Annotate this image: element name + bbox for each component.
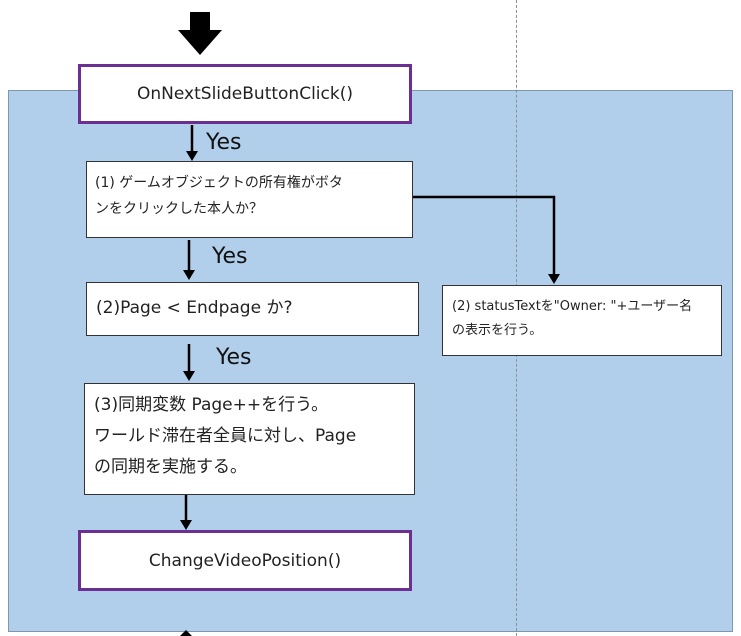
start-function-label: OnNextSlideButtonClick() xyxy=(137,84,353,104)
yes-label-3: Yes xyxy=(216,345,252,370)
start-function-box: OnNextSlideButtonClick() xyxy=(78,64,412,124)
step1-box: (1) ゲームオブジェクトの所有権がボタ ンをクリックした本人か？ xyxy=(86,161,413,238)
step3-line1: (3)同期変数 Page++を行う。 xyxy=(94,395,329,415)
step3-box: (3)同期変数 Page++を行う。 ワールド滞在者全員に対し、Page の同期… xyxy=(84,383,415,495)
entry-arrow xyxy=(178,12,222,55)
end-function-box: ChangeVideoPosition() xyxy=(78,530,412,591)
step3-line3: の同期を実施する。 xyxy=(94,457,247,477)
step2-box: (2)Page < Endpage か? xyxy=(86,282,419,336)
step1-line2: ンをクリックした本人か？ xyxy=(95,201,263,217)
yes-label-2: Yes xyxy=(212,244,248,269)
step2-text: (2)Page < Endpage か? xyxy=(96,298,293,318)
arrow-to-side xyxy=(413,195,556,276)
exit-arrow xyxy=(180,630,192,636)
step1-line1: (1) ゲームオブジェクトの所有権がボタ xyxy=(95,175,343,191)
side-step-box: (2) statusTextを"Owner: "+ユーザー名 の表示を行う。 xyxy=(442,285,722,356)
yes-label-1: Yes xyxy=(206,130,242,155)
end-function-label: ChangeVideoPosition() xyxy=(148,550,342,571)
step3-line2: ワールド滞在者全員に対し、Page xyxy=(94,426,357,446)
side-step-line2: の表示を行う。 xyxy=(452,323,543,338)
side-step-line1: (2) statusTextを"Owner: "+ユーザー名 xyxy=(452,299,693,314)
